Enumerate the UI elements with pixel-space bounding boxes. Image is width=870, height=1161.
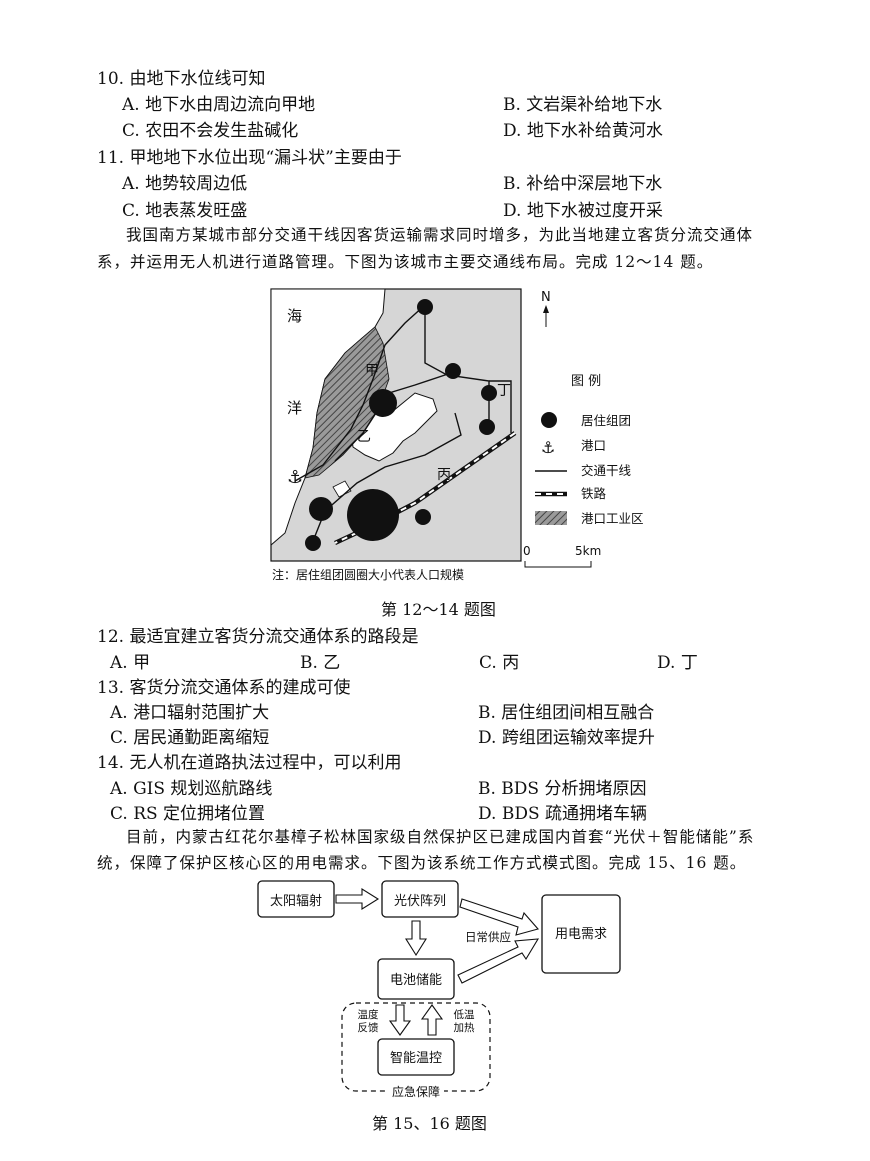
power-demand-box	[541, 894, 621, 974]
low-temp-heating-label-2: 加热	[454, 1021, 475, 1034]
scale-zero: 0	[523, 544, 531, 558]
label-ding: 丁	[497, 383, 511, 399]
passage-2-line-1: 目前，内蒙古红花尔基樟子松林国家级自然保护区已建成国内首套“光伏＋智能储能”系	[126, 828, 755, 846]
label-jia: 甲	[365, 363, 379, 379]
map-caption: 第 12～14 题图	[381, 600, 496, 619]
solar-radiation-label: 太阳辐射	[270, 893, 322, 909]
arrow-temp-feedback-icon	[388, 1004, 412, 1036]
passage-2-line-2: 统，保障了保护区核心区的用电需求。下图为该系统工作方式模式图。完成 15、16 …	[97, 854, 747, 872]
q14-option-b[interactable]: B. BDS 分析拥堵原因	[478, 779, 647, 799]
legend-port: 港口	[581, 438, 606, 453]
port-anchor-icon: ⚓	[287, 467, 303, 488]
residential-clusters	[305, 299, 497, 551]
q11-stem: 11. 甲地地下水位出现“漏斗状”主要由于	[97, 148, 402, 168]
label-bing: 丙	[437, 467, 451, 483]
arrow-pv-to-battery-icon	[405, 920, 427, 957]
legend-title: 图 例	[571, 374, 601, 389]
q10-option-b[interactable]: B. 文岩渠补给地下水	[503, 95, 663, 115]
legend-industrial-icon	[535, 511, 567, 525]
power-demand-label: 用电需求	[555, 927, 607, 942]
low-temp-heating-label-1: 低温	[454, 1008, 475, 1021]
map-note: 注：居住组团圆圈大小代表人口规模	[272, 568, 465, 582]
q11-option-b[interactable]: B. 补给中深层地下水	[503, 174, 663, 194]
residential-cluster	[445, 363, 461, 379]
pv-array-box	[381, 880, 459, 918]
smart-temp-control-label: 智能温控	[390, 1051, 442, 1066]
q13-option-b[interactable]: B. 居住组团间相互融合	[478, 703, 655, 723]
q12-option-d[interactable]: D. 丁	[657, 653, 698, 673]
transport-map: ⚓ 海 洋 甲 乙 丙 丁 N 图 例 居住组团 ⚓ 港口 交通干线 铁路 港口…	[270, 288, 644, 568]
battery-storage-box	[377, 958, 455, 1000]
legend-rail: 铁路	[581, 486, 607, 501]
q13-option-a[interactable]: A. 港口辐射范围扩大	[110, 703, 270, 723]
q13-option-c[interactable]: C. 居民通勤距离缩短	[110, 728, 270, 748]
q12-option-b[interactable]: B. 乙	[300, 653, 341, 673]
temp-feedback-label-1: 温度	[358, 1008, 379, 1021]
q12-option-a[interactable]: A. 甲	[110, 653, 151, 673]
pv-array-label: 光伏阵列	[394, 894, 446, 909]
label-yi: 乙	[357, 429, 371, 445]
q12-stem: 12. 最适宜建立客货分流交通体系的路段是	[97, 627, 419, 647]
legend-residential-icon	[541, 412, 557, 428]
residential-cluster	[347, 489, 399, 541]
arrow-pv-to-demand-icon	[459, 898, 539, 936]
residential-cluster	[481, 385, 497, 401]
legend-industrial: 港口工业区	[581, 511, 644, 526]
q11-option-d[interactable]: D. 地下水被过度开采	[503, 201, 663, 221]
daily-supply-label: 日常供应	[465, 930, 511, 944]
label-sea-2: 洋	[287, 399, 302, 417]
map-bay	[350, 392, 438, 462]
road-coastal	[294, 304, 426, 482]
legend-residential: 居住组团	[581, 413, 631, 428]
passage-1-line-1: 我国南方某城市部分交通干线因客货运输需求同时增多，为此当地建立客货分流交通体	[126, 226, 754, 244]
residential-cluster	[369, 389, 397, 417]
residential-cluster	[479, 419, 495, 435]
residential-cluster	[305, 535, 321, 551]
q14-option-a[interactable]: A. GIS 规划巡航路线	[110, 779, 273, 799]
q14-option-c[interactable]: C. RS 定位拥堵位置	[110, 804, 266, 824]
solar-radiation-box	[257, 880, 335, 918]
arrow-low-temp-heating-icon	[420, 1004, 444, 1036]
smart-temp-control-box	[377, 1038, 455, 1076]
battery-storage-label: 电池储能	[390, 973, 442, 988]
q13-option-d[interactable]: D. 跨组团运输效率提升	[478, 728, 655, 748]
q10-option-a[interactable]: A. 地下水由周边流向甲地	[122, 95, 316, 115]
q11-option-c[interactable]: C. 地表蒸发旺盛	[122, 201, 248, 221]
q11-option-a[interactable]: A. 地势较周边低	[122, 174, 248, 194]
legend-port-icon: ⚓	[541, 438, 555, 457]
q10-option-c[interactable]: C. 农田不会发生盐碱化	[122, 121, 299, 141]
pv-storage-flow-diagram: 太阳辐射 光伏阵列 用电需求 电池储能 智能温控 应急保障 日常供应 温度 反馈…	[257, 880, 621, 1099]
scale-5km: 5km	[575, 544, 601, 558]
passage-1-line-2: 系，并运用无人机进行道路管理。下图为该城市主要交通线布局。完成 12～14 题。	[97, 253, 714, 271]
residential-cluster	[415, 509, 431, 525]
scale-bar	[524, 561, 592, 568]
q14-stem: 14. 无人机在道路执法过程中，可以利用	[97, 753, 402, 773]
residential-cluster	[309, 497, 333, 521]
emergency-label: 应急保障	[392, 1084, 440, 1099]
q10-stem: 10. 由地下水位线可知	[97, 69, 266, 89]
temp-feedback-label-2: 反馈	[358, 1021, 379, 1034]
q12-option-c[interactable]: C. 丙	[479, 653, 520, 673]
road-ding	[489, 380, 512, 433]
arrow-battery-to-demand-icon	[457, 938, 540, 984]
north-label: N	[541, 290, 551, 305]
north-arrowhead-icon	[543, 305, 549, 313]
q14-option-d[interactable]: D. BDS 疏通拥堵车辆	[478, 804, 648, 824]
q13-stem: 13. 客货分流交通体系的建成可使	[97, 678, 351, 698]
residential-cluster	[417, 299, 433, 315]
legend-road: 交通干线	[581, 463, 632, 478]
flow-caption: 第 15、16 题图	[372, 1114, 487, 1133]
arrow-solar-to-pv-icon	[335, 888, 380, 910]
q10-option-d[interactable]: D. 地下水补给黄河水	[503, 121, 663, 141]
label-sea-1: 海	[287, 307, 302, 325]
